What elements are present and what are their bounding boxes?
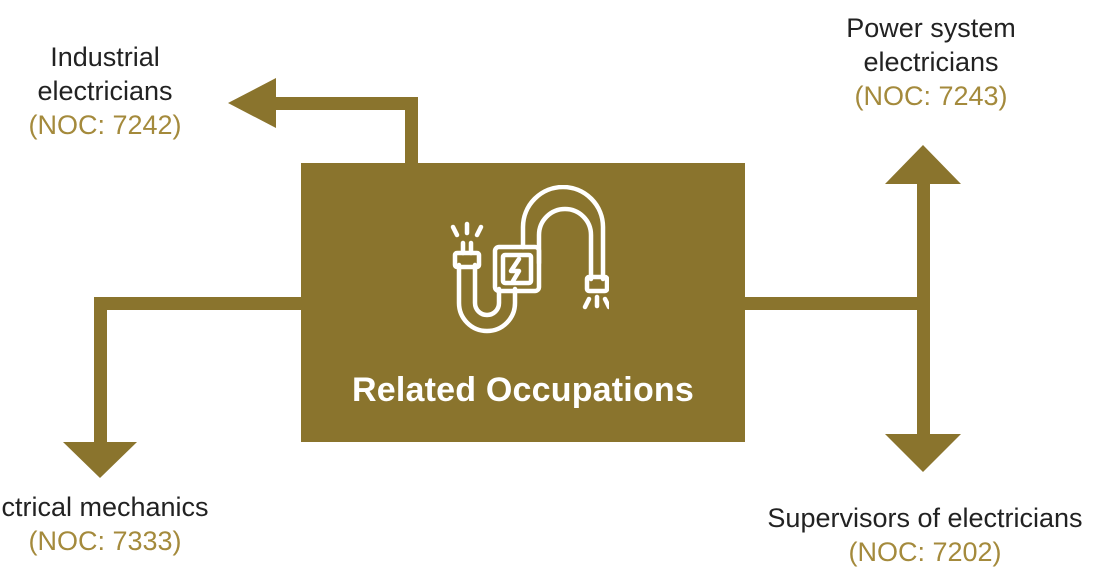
related-occupations-box: Related Occupations (301, 163, 745, 442)
occupation-name-line: Industrial (50, 42, 160, 72)
occupation-name-line: ctrical mechanics (1, 492, 209, 522)
occupation-electrical-mechanics: ctrical mechanics (NOC: 7333) (0, 490, 260, 558)
arrow-to-industrial-electricians (228, 78, 418, 165)
occupation-name-line: Supervisors of electricians (767, 503, 1083, 533)
occupation-name-line: electricians (863, 47, 999, 77)
occupation-supervisors-of-electricians: Supervisors of electricians (NOC: 7202) (715, 501, 1120, 569)
noc-code: (NOC: 7333) (28, 526, 182, 556)
noc-code: (NOC: 7243) (854, 81, 1008, 111)
arrow-to-electrical-mechanics (63, 297, 302, 478)
occupation-name-line: electricians (37, 76, 173, 106)
arrow-to-power-and-supervisors (744, 145, 961, 472)
noc-code: (NOC: 7242) (28, 110, 182, 140)
electrical-cable-icon (450, 185, 609, 334)
occupation-industrial-electricians: Industrial electricians (NOC: 7242) (0, 40, 210, 142)
occupation-name-line: Power system (846, 13, 1016, 43)
center-title: Related Occupations (352, 371, 694, 409)
noc-code: (NOC: 7202) (848, 537, 1002, 567)
occupation-power-system-electricians: Power system electricians (NOC: 7243) (790, 11, 1072, 113)
